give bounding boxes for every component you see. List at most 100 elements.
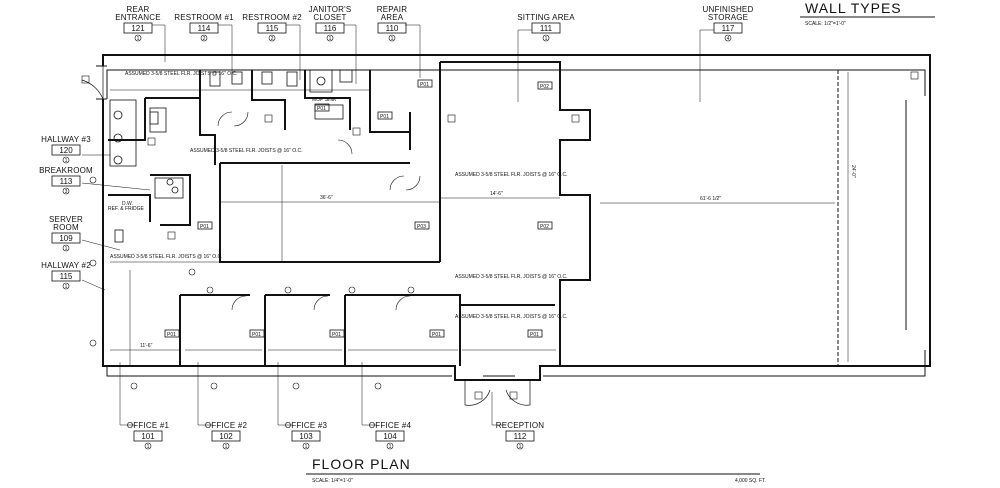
dishwasher-label: D.W.	[122, 201, 133, 207]
room-number: 101	[141, 432, 155, 441]
joist-notes: ASSUMED 3-5/8 STEEL FLR. JOISTS @ 16" O.…	[110, 71, 568, 320]
room-name: SERVER	[49, 215, 83, 224]
room-number: 114	[198, 24, 211, 33]
wall-tag: P01	[432, 332, 441, 338]
room-number-box	[51, 270, 81, 282]
wall-tag: P01	[530, 332, 539, 338]
room-name: OFFICE #3	[285, 421, 328, 430]
wall-types-header: WALL TYPES SCALE: 1/2"=1'-0"	[800, 0, 935, 27]
leader-line	[517, 29, 532, 102]
room-number-box	[713, 22, 743, 34]
leader-line	[277, 362, 292, 426]
room-tag-circle	[62, 282, 70, 290]
room-tag-circle	[62, 244, 70, 252]
room-number-box	[315, 22, 345, 34]
wall-tags: P01 P02 P01 P01 P03 P02 P01 P01 P01 P01 …	[114, 79, 553, 338]
mop-sink-label: MOP SINK	[312, 97, 337, 103]
leader-line	[491, 392, 506, 426]
room-tag-circle	[724, 34, 732, 42]
room-number-box	[51, 175, 81, 187]
room-tag: 1	[545, 36, 548, 42]
wall-tag: P01	[167, 332, 176, 338]
wall-tag: P02	[540, 224, 549, 230]
room-number-box	[531, 22, 561, 34]
wall-tag: P02	[540, 84, 549, 90]
room-tag-circle	[326, 34, 334, 42]
room-name: RESTROOM #2	[242, 13, 302, 22]
room-number-box	[505, 430, 535, 442]
room-tag-circle	[542, 34, 550, 42]
wall-types-scale: SCALE: 1/2"=1'-0"	[805, 21, 846, 27]
room-name-line2: ENTRANCE	[115, 13, 161, 22]
wall-tag: P01	[380, 114, 389, 120]
room-name: OFFICE #1	[127, 421, 170, 430]
room-number-box	[257, 22, 287, 34]
room-name: RECEPTION	[496, 421, 544, 430]
building-outline	[81, 54, 931, 406]
room-number: 103	[299, 432, 313, 441]
room-number: 120	[59, 146, 73, 155]
room-number: 121	[131, 24, 145, 33]
drawing-area: 4,000 SQ. FT.	[735, 478, 766, 484]
room-tag: 1	[329, 36, 332, 42]
wall-types-title: WALL TYPES	[805, 0, 902, 16]
overall-dimension: 61'-6 1/2"	[700, 196, 721, 202]
door-swings	[217, 111, 421, 311]
room-tag-circle	[222, 442, 230, 450]
room-number: 115	[60, 272, 73, 281]
leader-line	[405, 24, 421, 78]
room-name: RESTROOM #1	[174, 13, 234, 22]
room-number-box	[133, 430, 163, 442]
room-name: OFFICE #4	[369, 421, 412, 430]
wall-tag: P01	[317, 106, 326, 112]
wall-tag: P01	[200, 224, 209, 230]
room-tag: 1	[391, 36, 394, 42]
dimension-lines	[110, 72, 849, 365]
room-number-box	[51, 144, 81, 156]
room-name: JANITOR'S	[309, 5, 352, 14]
room-tag: 1	[305, 444, 308, 450]
interior-walls	[108, 61, 907, 366]
leader-line	[119, 362, 134, 426]
drawing-scale: SCALE: 1/4"=1'-0"	[312, 478, 353, 484]
room-number: 116	[324, 24, 337, 33]
storage-height-dimension: 24'-0"	[850, 165, 856, 178]
hall-width-dimension: 36'-6"	[320, 195, 333, 201]
room-name: HALLWAY #3	[41, 135, 91, 144]
room-tag-circle	[302, 442, 310, 450]
room-number: 117	[722, 24, 735, 33]
leader-line	[81, 182, 151, 191]
room-number-box	[377, 22, 407, 34]
door-markers	[81, 71, 919, 400]
room-number: 104	[383, 432, 397, 441]
room-number-box	[375, 430, 405, 442]
room-tag: 1	[519, 444, 522, 450]
wall-tag: P01	[420, 82, 429, 88]
room-number-box	[123, 22, 153, 34]
room-number: 112	[514, 432, 527, 441]
joist-note: ASSUMED 3-5/8 STEEL FLR. JOISTS @ 16" O.…	[455, 274, 568, 280]
leader-line	[197, 362, 212, 426]
room-name-line2: CLOSET	[313, 13, 346, 22]
room-tag-circle	[62, 156, 70, 164]
room-name: REPAIR	[377, 5, 407, 14]
room-name: HALLWAY #2	[41, 261, 91, 270]
room-number: 111	[540, 24, 553, 33]
drawing-title: FLOOR PLAN	[312, 456, 411, 472]
joist-note: ASSUMED 3-5/8 STEEL FLR. JOISTS @ 16" O.…	[125, 71, 238, 77]
room-tag: 1	[65, 246, 68, 252]
room-tag: 2	[203, 36, 206, 42]
leader-line	[81, 279, 106, 291]
room-tag-circle	[134, 34, 142, 42]
room-labels-left: HALLWAY #3 120 1 BREAKROOM1133SERVERROOM109…	[39, 135, 151, 291]
